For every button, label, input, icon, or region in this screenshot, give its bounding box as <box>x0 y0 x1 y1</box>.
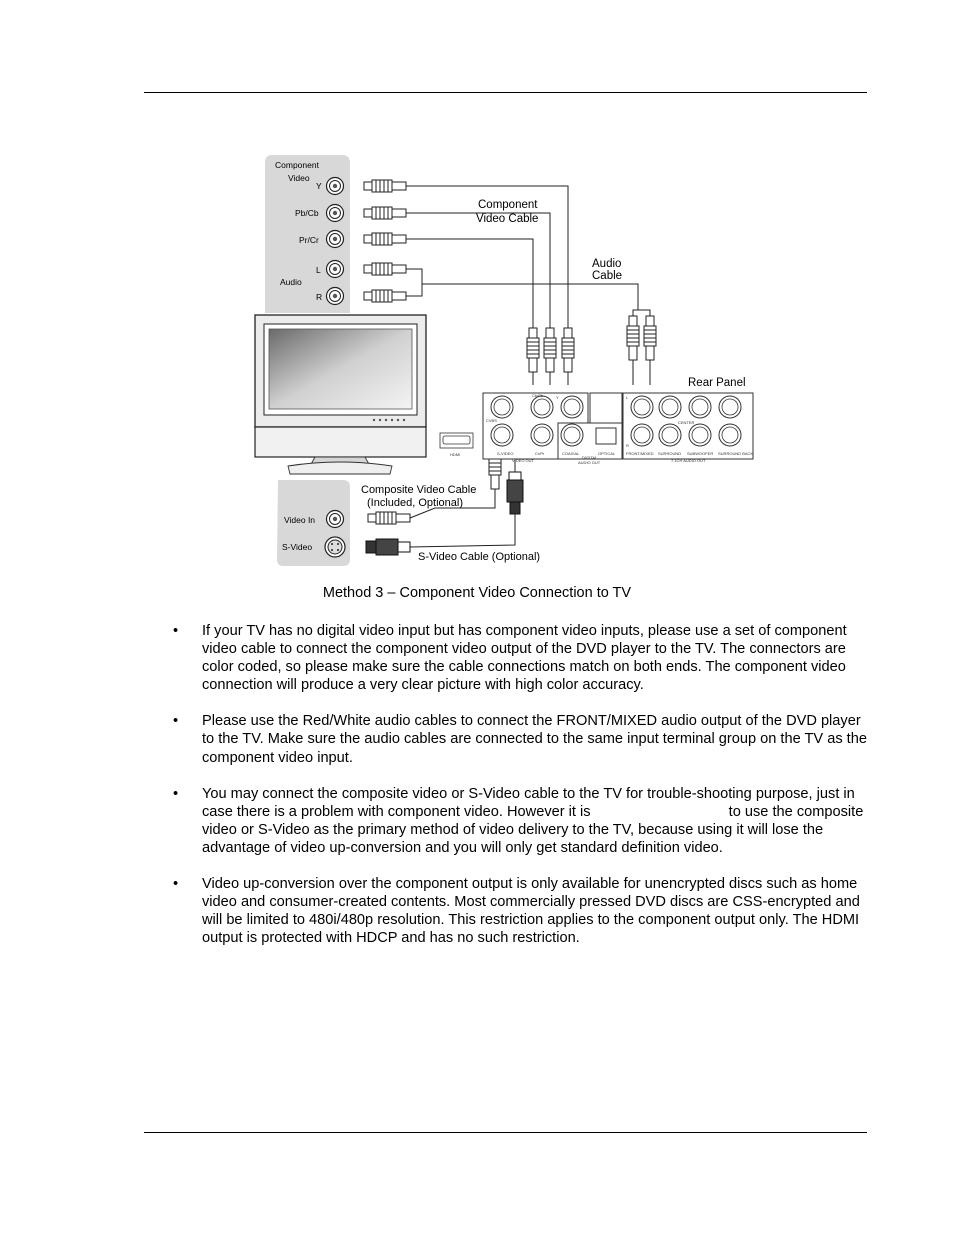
panel-jack-front-r <box>630 423 654 447</box>
rca-plug-v-pb <box>543 327 557 373</box>
panel-jack-coaxial <box>560 423 584 447</box>
jack-y <box>325 176 345 196</box>
label-audio: Audio <box>280 277 302 287</box>
rca-plug-pb <box>363 206 407 220</box>
label-svideo-cable: S-Video Cable (Optional) <box>418 551 540 563</box>
tv-video-input-panel: Video In S-Video <box>277 480 350 566</box>
rca-plug-v-audio-l <box>626 315 640 361</box>
bullet-marker: • <box>173 876 179 893</box>
footer-rule <box>144 1132 867 1133</box>
bullet-text-before: You may connect the composite video or S… <box>202 785 855 820</box>
panel-jack-surround-l <box>658 395 682 419</box>
label-audio-cable-2: Cable <box>592 270 622 282</box>
label-s-video: S-Video <box>282 542 312 552</box>
ch-audio-out-label: 7.1CH AUDIO OUT <box>671 458 706 463</box>
bullet-item: • You may connect the composite video or… <box>173 785 873 857</box>
rca-plug-v-audio-r <box>643 315 657 361</box>
jack-video-in <box>325 509 345 529</box>
jack-pb <box>325 203 345 223</box>
rca-plug-audio-l <box>363 262 407 276</box>
bullet-text: If your TV has no digital video input bu… <box>202 623 847 694</box>
label-audio-cable-1: Audio <box>592 258 621 270</box>
optical-label: OPTICAL <box>598 451 616 456</box>
svideo-plug-vertical <box>506 471 524 515</box>
composite-plug <box>367 511 411 525</box>
panel-jack-y <box>560 395 584 419</box>
front-mixed-label: FRONT/MIXED <box>626 451 654 456</box>
panel-jack-svideo <box>490 423 514 447</box>
panel-jack-front-l <box>630 395 654 419</box>
rear-panel-title: Rear Panel <box>688 377 746 389</box>
bullet-marker: • <box>173 623 179 639</box>
hdmi-label: HDMI <box>450 452 460 457</box>
video-out-label: VIDEO OUT <box>512 458 535 463</box>
bullet-item: • If your TV has no digital video input … <box>173 622 873 694</box>
bullet-item: • Video up-conversion over the component… <box>173 875 873 947</box>
cable-wires <box>406 185 651 548</box>
label-component: Component <box>275 160 320 170</box>
rca-plug-v-pr <box>526 327 540 373</box>
jack-audio-r <box>325 286 345 306</box>
r-label: R <box>626 443 629 448</box>
bullet-marker: • <box>173 785 179 802</box>
bullet-item: • Please use the Red/White audio cables … <box>173 712 873 766</box>
subwoofer-label: SUBWOOFER <box>687 451 713 456</box>
panel-jack-pr <box>530 423 554 447</box>
rca-plug-audio-r <box>363 289 407 303</box>
label-component-cable-2: Video Cable <box>476 213 538 225</box>
label-pr: Pr/Cr <box>299 235 319 245</box>
panel-jack-surround-back-r <box>718 423 742 447</box>
rca-plug-pr <box>363 232 407 246</box>
label-composite-cable-1: Composite Video Cable <box>361 484 476 496</box>
tv-component-input-panel: Component Video Y Pb/Cb Pr/Cr L Audio R <box>265 155 350 313</box>
jack-audio-l <box>325 259 345 279</box>
label-pb: Pb/Cb <box>295 208 319 218</box>
jack-pr <box>325 229 345 249</box>
surround-back-label: SURROUND BACK <box>718 451 753 456</box>
rear-panel: Rear Panel HDMI CVBS Cb/Pb Y S-VIDEO Cr/… <box>439 377 754 465</box>
svideo-jack <box>324 536 346 558</box>
panel-jack-subwoofer-top <box>688 395 712 419</box>
panel-jack-subwoofer <box>688 423 712 447</box>
pb-label: Cb/Pb <box>532 393 544 398</box>
digital-audio-out-label: AUDIO OUT <box>578 460 601 465</box>
digital-label: DIGITAL <box>582 455 598 460</box>
rca-plug-v-y <box>561 327 575 373</box>
label-l: L <box>316 265 321 275</box>
panel-jack-surround-back-l <box>718 395 742 419</box>
label-video-in: Video In <box>284 515 315 525</box>
bullet-marker: • <box>173 713 179 730</box>
pr-label: Cr/Pr <box>535 451 545 456</box>
svideo-plug <box>365 538 411 556</box>
figure-caption: Method 3 – Component Video Connection to… <box>322 585 632 601</box>
label-video: Video <box>288 173 310 183</box>
panel-jack-pb <box>530 395 554 419</box>
rca-plug-y <box>363 179 407 193</box>
bullet-text-after: to use the composite video or S-Video as… <box>202 803 864 856</box>
label-component-cable-1: Component <box>478 199 538 211</box>
bullet-text: Video up-conversion over the component o… <box>202 876 860 947</box>
connection-diagram: Component Video Y Pb/Cb Pr/Cr L Audio R <box>250 150 760 570</box>
label-composite-cable-2: (Included, Optional) <box>367 497 463 509</box>
bullet-text: Please use the Red/White audio cables to… <box>202 713 867 766</box>
s-video-label: S-VIDEO <box>497 451 513 456</box>
coaxial-label: COAXIAL <box>562 451 580 456</box>
label-y: Y <box>316 181 322 191</box>
center-label: CENTER <box>678 420 695 425</box>
l-label: L <box>626 395 629 400</box>
cvbs-label: CVBS <box>486 418 497 423</box>
header-rule <box>144 92 867 93</box>
surround-label: SURROUND <box>658 451 681 456</box>
tv-illustration <box>254 314 427 475</box>
label-r: R <box>316 292 322 302</box>
panel-jack-surround-r <box>658 423 682 447</box>
panel-jack-cvbs <box>490 395 514 419</box>
y-label: Y <box>556 395 559 400</box>
bullet-list: • If your TV has no digital video input … <box>173 622 873 965</box>
